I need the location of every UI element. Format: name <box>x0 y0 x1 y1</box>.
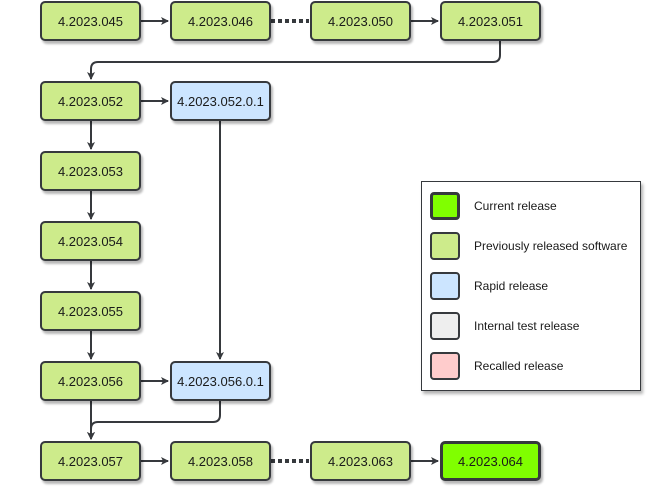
legend-label: Current release <box>474 199 557 213</box>
legend-label: Internal test release <box>474 319 580 333</box>
legend-label: Recalled release <box>474 359 564 373</box>
node-4-2023-054: 4.2023.054 <box>40 221 141 261</box>
legend-swatch <box>430 352 460 380</box>
node-4-2023-050: 4.2023.050 <box>310 1 411 41</box>
node-4-2023-058: 4.2023.058 <box>170 441 271 481</box>
legend-item-rapid: Rapid release <box>430 271 548 301</box>
node-4-2023-056-0-1: 4.2023.056.0.1 <box>170 361 271 401</box>
legend: Current release Previously released soft… <box>421 181 641 391</box>
node-4-2023-055: 4.2023.055 <box>40 291 141 331</box>
node-4-2023-064: 4.2023.064 <box>440 441 541 481</box>
node-4-2023-051: 4.2023.051 <box>440 1 541 41</box>
edge-0560-057 <box>87 401 221 440</box>
legend-swatch <box>430 232 460 260</box>
node-4-2023-057: 4.2023.057 <box>40 441 141 481</box>
legend-swatch <box>430 272 460 300</box>
legend-item-previously-released: Previously released software <box>430 231 627 261</box>
node-4-2023-046: 4.2023.046 <box>170 1 271 41</box>
legend-item-internal-test: Internal test release <box>430 311 579 341</box>
node-4-2023-052: 4.2023.052 <box>40 81 141 121</box>
legend-label: Rapid release <box>474 279 549 293</box>
node-4-2023-045: 4.2023.045 <box>40 1 141 41</box>
legend-swatch <box>430 192 460 220</box>
node-4-2023-056: 4.2023.056 <box>40 361 141 401</box>
node-4-2023-053: 4.2023.053 <box>40 151 141 191</box>
edge-051-052 <box>87 41 501 80</box>
node-4-2023-052-0-1: 4.2023.052.0.1 <box>170 81 271 121</box>
node-4-2023-063: 4.2023.063 <box>310 441 411 481</box>
legend-swatch <box>430 312 460 340</box>
legend-item-current: Current release <box>430 191 557 221</box>
legend-item-recalled: Recalled release <box>430 351 563 381</box>
legend-label: Previously released software <box>474 239 628 253</box>
